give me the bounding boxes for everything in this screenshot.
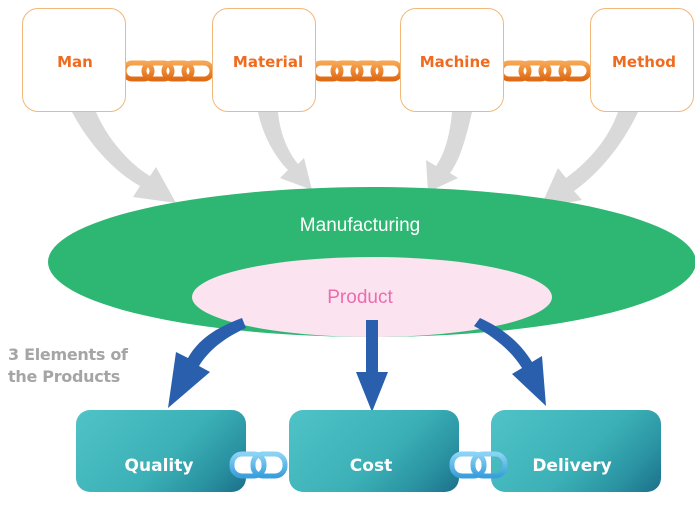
input-label-material: Material	[232, 53, 304, 71]
arrow-product-to-cost	[356, 320, 388, 412]
orange-chain-3	[498, 60, 592, 82]
orange-chain-2	[310, 60, 404, 82]
side-note: 3 Elements of the Products	[8, 344, 168, 388]
chain-link-icon	[518, 60, 552, 82]
element-box-delivery	[491, 410, 661, 492]
chain-link-icon	[330, 60, 364, 82]
product-ellipse	[192, 257, 552, 337]
chain-link-icon	[181, 60, 215, 82]
element-box-cost	[289, 410, 459, 492]
input-label-machine: Machine	[419, 53, 491, 71]
side-note-line1: 3 Elements of	[8, 345, 128, 364]
side-note-line2: the Products	[8, 367, 120, 386]
input-label-man: Man	[57, 53, 93, 71]
chain-link-icon	[141, 60, 175, 82]
chain-link-icon	[350, 60, 384, 82]
chain-link-icon	[161, 60, 195, 82]
element-box-quality	[76, 410, 246, 492]
product-label: Product	[327, 287, 393, 308]
input-box-material	[212, 8, 316, 112]
arrow-man-to-manufacturing	[72, 112, 176, 203]
orange-chain-1	[121, 60, 215, 82]
arrow-machine-to-manufacturing	[426, 112, 472, 192]
input-label-method: Method	[612, 53, 676, 71]
element-label-delivery: Delivery	[532, 456, 612, 476]
input-box-man	[22, 8, 126, 112]
arrow-product-to-delivery	[474, 318, 546, 406]
chain-link-icon	[558, 60, 592, 82]
manufacturing-label: Manufacturing	[299, 215, 421, 236]
element-label-cost: Cost	[349, 456, 393, 476]
arrow-product-to-quality	[168, 318, 246, 408]
input-box-machine	[400, 8, 504, 112]
gray-arrows	[72, 112, 638, 208]
arrow-material-to-manufacturing	[258, 112, 312, 190]
chain-link-icon	[538, 60, 572, 82]
input-box-method	[590, 8, 694, 112]
chain-link-icon	[370, 60, 404, 82]
blue-arrows	[168, 318, 546, 412]
arrow-method-to-manufacturing	[540, 112, 638, 208]
element-label-quality: Quality	[124, 456, 194, 476]
